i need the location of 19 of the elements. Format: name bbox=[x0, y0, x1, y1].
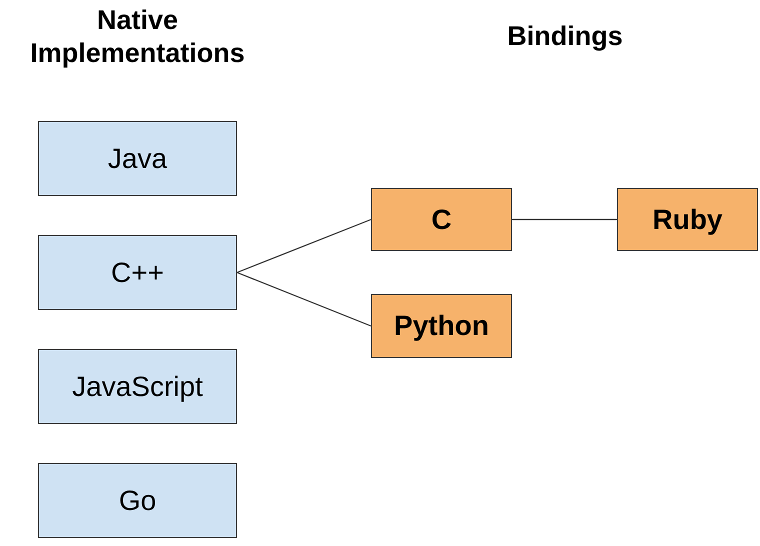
column-heading: Bindings bbox=[506, 20, 624, 53]
language-box bbox=[38, 349, 237, 424]
box-label: C bbox=[431, 204, 452, 236]
box-label: Go bbox=[118, 484, 156, 516]
column-heading: Native Implementations bbox=[29, 4, 246, 70]
binding-box bbox=[617, 188, 758, 251]
box-label: Python bbox=[394, 310, 489, 342]
language-box bbox=[38, 463, 237, 538]
box-label: Java bbox=[108, 142, 168, 174]
language-box bbox=[38, 235, 237, 310]
box-label: JavaScript bbox=[72, 370, 203, 402]
box-label: C++ bbox=[111, 256, 164, 288]
binding-box bbox=[371, 294, 512, 358]
connector-line bbox=[512, 218, 617, 220]
box-label: Ruby bbox=[652, 204, 722, 236]
binding-box bbox=[371, 188, 512, 251]
connector-line bbox=[236, 218, 372, 274]
language-box bbox=[38, 121, 237, 196]
connector-line bbox=[236, 272, 372, 327]
